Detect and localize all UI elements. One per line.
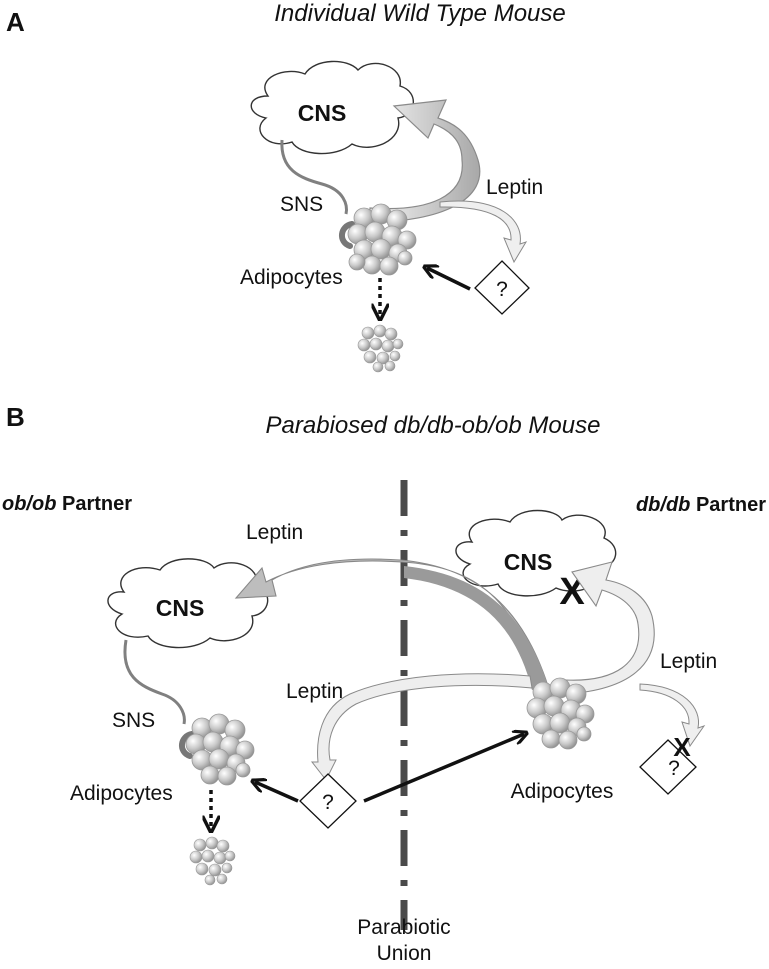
sns-nerve-b bbox=[123, 639, 186, 725]
adipocyte-cluster-right-b bbox=[526, 677, 595, 750]
unknown-factor-label-a: ? bbox=[496, 278, 508, 301]
leptin-label-a: Leptin bbox=[486, 176, 543, 199]
ob-ob-partner-label: ob/ob Partner bbox=[2, 493, 132, 515]
cns-cloud-left-b bbox=[107, 558, 269, 649]
sns-nerve-a bbox=[280, 139, 348, 215]
leptin-arrow-to-unknown-a bbox=[439, 200, 528, 264]
panel-b-title: Parabiosed db/db-ob/ob Mouse bbox=[266, 412, 601, 439]
leptin-arrow-to-right-cns-b bbox=[565, 561, 655, 695]
sns-label-b: SNS bbox=[112, 709, 155, 732]
adipocyte-cluster-left-b bbox=[185, 713, 255, 786]
leptin-arrow-to-cns-a bbox=[369, 99, 481, 223]
panel-b: B Parabiosed db/db-ob/ob Mouse ob/ob Par… bbox=[2, 402, 766, 965]
leptin-label-right-b: Leptin bbox=[660, 650, 717, 673]
small-adipocyte-cluster-b bbox=[189, 836, 236, 886]
adipocytes-label-a: Adipocytes bbox=[240, 266, 343, 289]
black-arrow-to-right-adipocytes-b bbox=[363, 734, 524, 803]
unknown-factor-label-left-b: ? bbox=[322, 791, 334, 814]
sns-terminal-a bbox=[339, 221, 355, 249]
unknown-factor-block-mark: X bbox=[673, 732, 691, 762]
cns-cloud-a bbox=[250, 60, 414, 155]
leptin-label-top-b: Leptin bbox=[246, 521, 303, 544]
adipocytes-label-right-b: Adipocytes bbox=[511, 780, 614, 803]
panel-a: A Individual Wild Type Mouse CNS Leptin … bbox=[6, 0, 566, 373]
cns-label-a: CNS bbox=[298, 100, 347, 126]
cns-label-right-b: CNS bbox=[504, 549, 553, 575]
unknown-factor-diamond-right-b bbox=[639, 739, 697, 795]
leptin-arrow-cross-union-shade-b bbox=[404, 566, 548, 690]
unknown-factor-diamond-a bbox=[474, 260, 530, 315]
leptin-label-middle-b: Leptin bbox=[286, 680, 343, 703]
sns-label-a: SNS bbox=[280, 193, 323, 216]
panel-b-letter: B bbox=[6, 402, 25, 432]
parabiotic-union-line2: Union bbox=[377, 942, 432, 965]
panel-a-title: Individual Wild Type Mouse bbox=[274, 0, 565, 27]
cns-label-left-b: CNS bbox=[156, 595, 205, 621]
leptin-arrow-to-left-unknown-b bbox=[310, 673, 533, 781]
small-adipocyte-cluster-a bbox=[357, 324, 404, 373]
adipocyte-cluster-a bbox=[347, 203, 417, 276]
parabiotic-union-line1: Parabiotic bbox=[357, 916, 450, 939]
unknown-factor-diamond-left-b bbox=[299, 773, 357, 829]
black-arrow-a bbox=[427, 268, 471, 291]
adipocytes-label-left-b: Adipocytes bbox=[70, 782, 173, 805]
panel-a-letter: A bbox=[6, 7, 25, 37]
leptin-arrow-cross-union-b bbox=[234, 558, 549, 691]
black-arrow-to-left-adipocytes-b bbox=[255, 782, 299, 803]
sns-terminal-b bbox=[179, 731, 195, 759]
leptin-arrow-to-right-unknown-b bbox=[639, 683, 706, 748]
unknown-factor-label-right-b: ? bbox=[668, 757, 680, 780]
db-db-partner-label: db/db Partner bbox=[636, 494, 766, 516]
